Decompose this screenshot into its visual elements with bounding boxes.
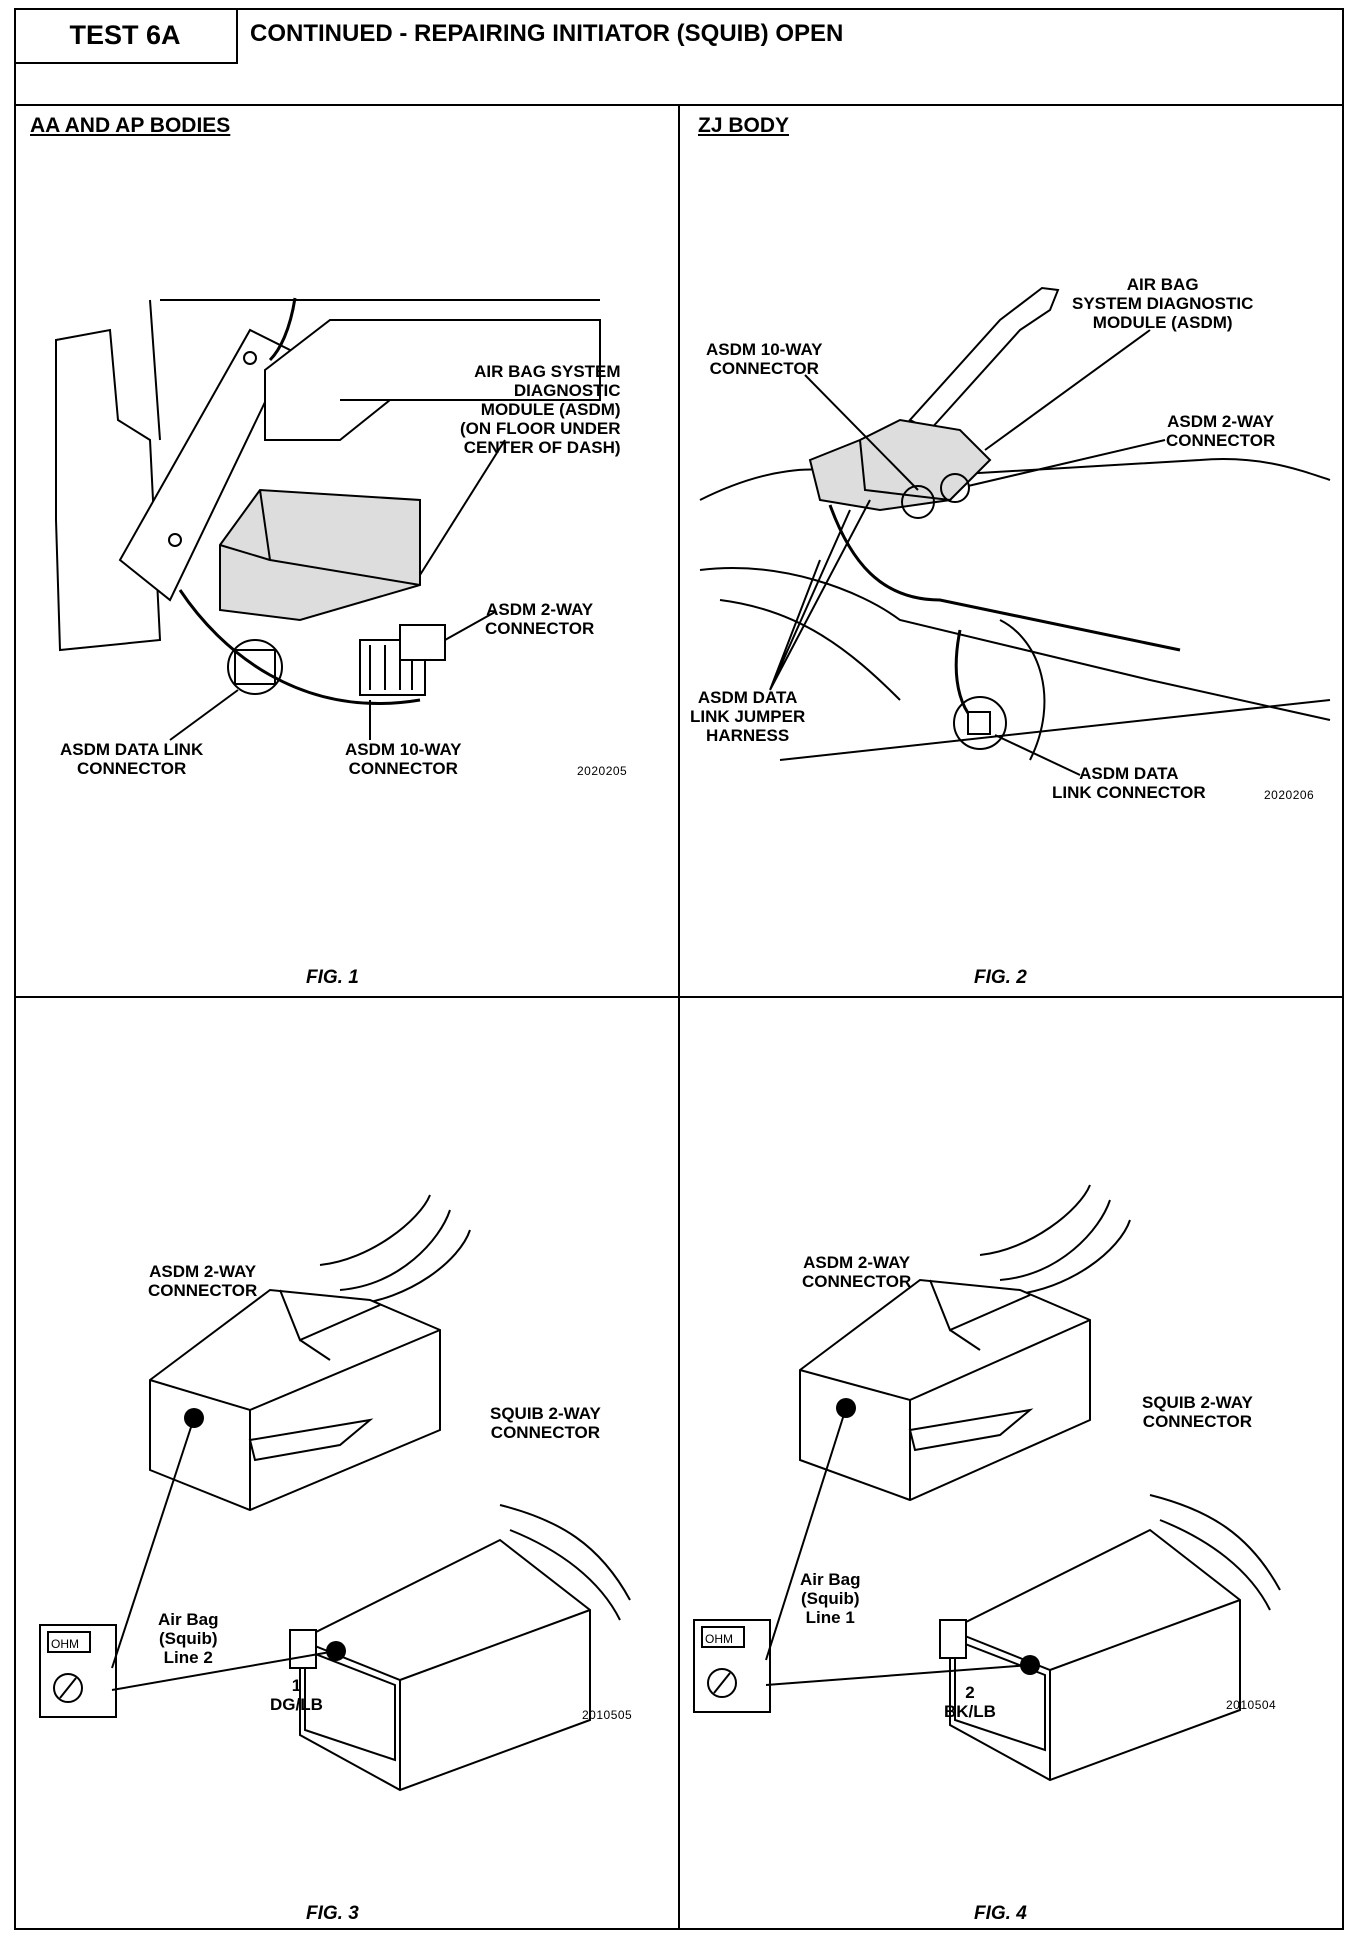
fig2-asdm-10way-label: ASDM 10-WAY CONNECTOR (706, 340, 823, 378)
fig1-asdm-module-label: AIR BAG SYSTEM DIAGNOSTIC MODULE (ASDM) … (460, 362, 621, 457)
section-title-aa-ap: AA AND AP BODIES (30, 114, 231, 137)
fig2-jumper-label: ASDM DATA LINK JUMPER HARNESS (690, 688, 806, 745)
test-label: TEST 6A (14, 8, 238, 64)
fig2-code: 2020206 (1264, 788, 1315, 802)
fig1-asdm-10way-label: ASDM 10-WAY CONNECTOR (345, 740, 462, 778)
fig3-illustration (39, 1194, 631, 1792)
fig2-data-link-label: ASDM DATA LINK CONNECTOR (1052, 764, 1206, 802)
page-title: CONTINUED - REPAIRING INITIATOR (SQUIB) … (250, 20, 844, 47)
fig3-meter-display: OHM (51, 1637, 79, 1651)
fig1-caption: FIG. 1 (306, 967, 359, 988)
fig1-data-link-label: ASDM DATA LINK CONNECTOR (60, 740, 204, 778)
fig3-line-label: Air Bag (Squib) Line 2 (158, 1610, 219, 1667)
fig1-asdm-2way-label: ASDM 2-WAY CONNECTOR (485, 600, 595, 638)
fig4-meter-display: OHM (705, 1632, 733, 1646)
fig1-illustration (55, 297, 601, 741)
fig4-line-label: Air Bag (Squib) Line 1 (800, 1570, 861, 1627)
fig3-code: 2010505 (582, 1708, 633, 1722)
fig3-squib-2way-label: SQUIB 2-WAY CONNECTOR (490, 1404, 601, 1442)
fig4-code: 2010504 (1226, 1698, 1277, 1712)
column-divider (678, 104, 680, 1930)
section-title-zj: ZJ BODY (698, 114, 790, 137)
fig1-code: 2020205 (577, 764, 628, 778)
fig4-caption: FIG. 4 (974, 1903, 1027, 1924)
fig2-asdm-module-label: AIR BAG SYSTEM DIAGNOSTIC MODULE (ASDM) (1072, 275, 1254, 332)
fig3-caption: FIG. 3 (306, 1903, 359, 1924)
fig4-squib-2way-label: SQUIB 2-WAY CONNECTOR (1142, 1393, 1253, 1431)
fig3-asdm-2way-label: ASDM 2-WAY CONNECTOR (148, 1262, 258, 1300)
fig4-pin-label: 2 BK/LB (944, 1683, 996, 1721)
fig4-asdm-2way-label: ASDM 2-WAY CONNECTOR (802, 1253, 912, 1291)
fig2-asdm-2way-label: ASDM 2-WAY CONNECTOR (1166, 412, 1276, 450)
fig3-pin-label: 1 DG/LB (270, 1676, 323, 1714)
fig2-illustration (699, 286, 1331, 776)
fig2-caption: FIG. 2 (974, 967, 1027, 988)
